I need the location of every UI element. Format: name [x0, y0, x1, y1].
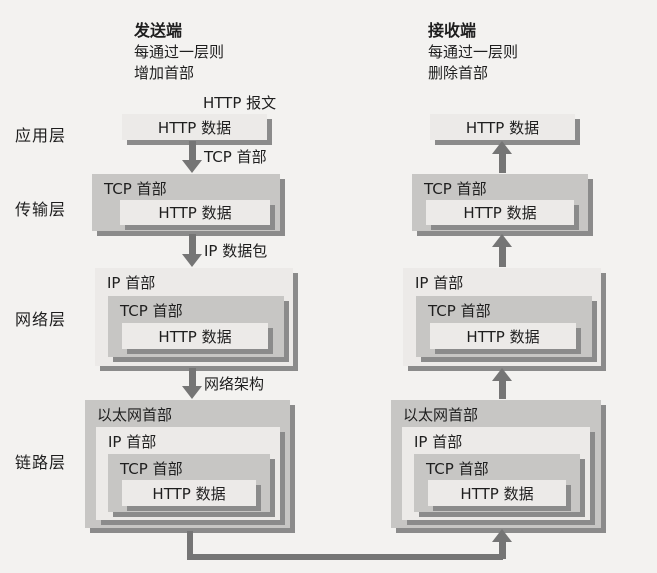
arrow-up-icon: [492, 368, 513, 399]
sender-action-line: 增加首部: [134, 64, 195, 82]
receiver-rule-line: 每通过一层则: [428, 43, 519, 61]
sender-title: 发送端: [134, 21, 183, 40]
ethernet-header-label: 以太网首部: [403, 406, 479, 424]
tcp-header-arrow-label: TCP 首部: [204, 148, 267, 166]
sender-ip-packet-box: IP 首部 TCP 首部 HTTP 数据: [95, 268, 293, 366]
transmission-line-vertical-left: [187, 531, 193, 559]
sender-eth-ip-box: IP 首部 TCP 首部 HTTP 数据: [96, 427, 280, 520]
tcp-header-label: TCP 首部: [424, 180, 487, 198]
sender-tcp-http-data-box: HTTP 数据: [120, 200, 270, 225]
receiver-title: 接收端: [428, 21, 477, 40]
http-message-label: HTTP 报文: [203, 94, 277, 112]
layer-label-transport: 传输层: [15, 200, 67, 219]
network-arch-arrow-label: 网络架构: [204, 375, 265, 393]
arrow-stem: [189, 234, 196, 255]
sender-application-http-data-box: HTTP 数据: [122, 114, 267, 140]
arrow-up-icon: [492, 141, 513, 173]
sender-ethernet-frame-box: 以太网首部 IP 首部 TCP 首部 HTTP 数据: [85, 400, 290, 528]
ip-header-label: IP 首部: [414, 433, 463, 451]
arrow-stem: [499, 541, 506, 559]
arrow-head: [182, 160, 202, 173]
arrow-up-icon: [492, 529, 513, 559]
arrow-up-icon: [492, 234, 513, 267]
arrow-stem: [189, 141, 196, 161]
tcp-header-label: TCP 首部: [120, 460, 183, 478]
receiver-eth-http-data-box: HTTP 数据: [428, 480, 566, 506]
sender-ip-http-data-box: HTTP 数据: [122, 323, 268, 349]
sender-tcp-segment-box: TCP 首部 HTTP 数据: [92, 174, 280, 231]
ip-header-label: IP 首部: [107, 274, 156, 292]
receiver-header: 接收端 每通过一层则 删除首部: [428, 20, 518, 84]
ethernet-header-label: 以太网首部: [97, 406, 173, 424]
tcp-header-label: TCP 首部: [428, 302, 491, 320]
layer-label-application: 应用层: [15, 126, 67, 145]
sender-eth-http-data-box: HTTP 数据: [122, 480, 256, 506]
receiver-ip-http-data-box: HTTP 数据: [430, 323, 576, 349]
ip-header-label: IP 首部: [108, 433, 157, 451]
ip-header-label: IP 首部: [415, 274, 464, 292]
sender-rule-line: 每通过一层则: [134, 43, 225, 61]
receiver-tcp-http-data-box: HTTP 数据: [426, 200, 574, 225]
receiver-tcp-segment-box: TCP 首部 HTTP 数据: [412, 174, 588, 231]
transmission-line-horizontal: [187, 554, 503, 560]
sender-eth-tcp-box: TCP 首部 HTTP 数据: [108, 454, 270, 512]
receiver-eth-tcp-box: TCP 首部 HTTP 数据: [414, 454, 580, 512]
arrow-head: [182, 386, 202, 399]
arrow-head: [492, 234, 512, 247]
receiver-eth-ip-box: IP 首部 TCP 首部 HTTP 数据: [402, 427, 590, 520]
arrow-stem: [189, 368, 196, 387]
layer-label-network: 网络层: [15, 310, 67, 329]
arrow-stem: [499, 380, 506, 399]
receiver-application-http-data-box: HTTP 数据: [430, 114, 575, 140]
sender-header: 发送端 每通过一层则 增加首部: [134, 20, 224, 84]
arrow-stem: [499, 153, 506, 173]
ip-packet-arrow-label: IP 数据包: [204, 242, 268, 260]
receiver-action-line: 删除首部: [428, 64, 489, 82]
arrow-stem: [499, 246, 506, 267]
arrow-head: [182, 254, 202, 267]
receiver-ethernet-frame-box: 以太网首部 IP 首部 TCP 首部 HTTP 数据: [391, 400, 601, 528]
sender-ip-tcp-box: TCP 首部 HTTP 数据: [108, 296, 284, 357]
arrow-head: [492, 529, 512, 542]
arrow-down-icon: [182, 234, 203, 267]
arrow-head: [492, 141, 512, 154]
arrow-down-icon: [182, 368, 203, 399]
tcp-header-label: TCP 首部: [120, 302, 183, 320]
receiver-ip-tcp-box: TCP 首部 HTTP 数据: [416, 296, 592, 357]
layer-label-link: 链路层: [15, 453, 67, 472]
arrow-head: [492, 368, 512, 381]
tcp-header-label: TCP 首部: [104, 180, 167, 198]
tcp-header-label: TCP 首部: [426, 460, 489, 478]
receiver-ip-packet-box: IP 首部 TCP 首部 HTTP 数据: [403, 268, 601, 366]
arrow-down-icon: [182, 141, 203, 173]
